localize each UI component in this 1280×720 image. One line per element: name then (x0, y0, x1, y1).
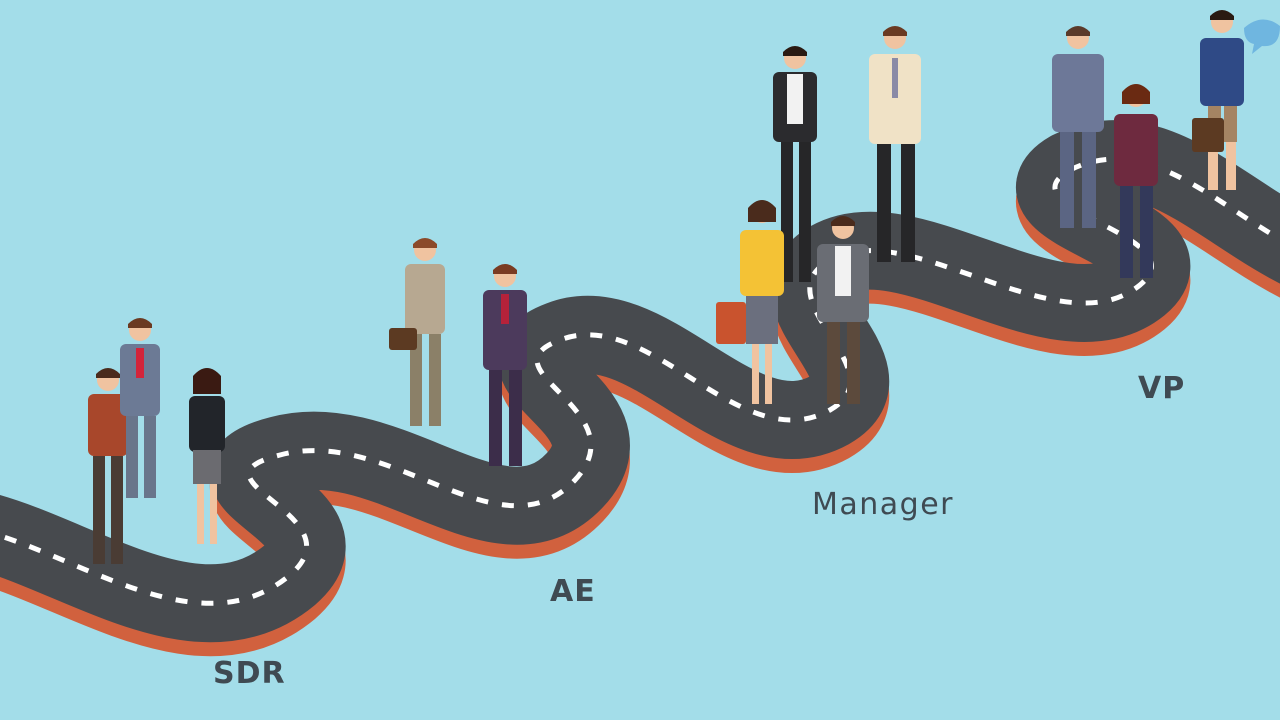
briefcase-icon (716, 302, 746, 344)
briefcase-icon (1192, 118, 1224, 152)
briefcase-icon (389, 328, 417, 350)
business-person-icon (88, 368, 128, 564)
stage-label-sdr: SDR (213, 656, 286, 691)
business-person-icon (817, 216, 869, 404)
business-person-icon (483, 264, 527, 466)
stage-label-ae: AE (550, 574, 596, 609)
business-person-icon (869, 26, 921, 262)
business-person-icon (773, 46, 817, 282)
business-person-icon (389, 238, 445, 426)
stage-label-vp: VP (1138, 371, 1186, 406)
business-person-icon (1192, 10, 1280, 190)
business-person-icon (189, 368, 225, 544)
business-person-icon (1114, 84, 1158, 278)
speech-bubble-icon (1244, 19, 1280, 54)
stage-label-manager: Manager (812, 487, 954, 522)
business-person-icon (1052, 26, 1104, 228)
business-person-icon (716, 200, 784, 404)
business-person-icon (120, 318, 160, 498)
